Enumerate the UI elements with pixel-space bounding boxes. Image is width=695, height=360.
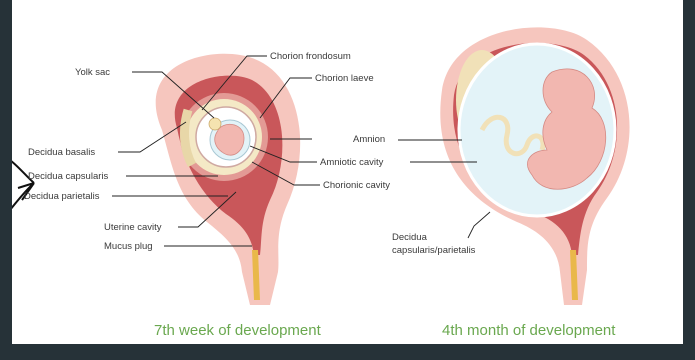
label-uterine-cavity: Uterine cavity: [104, 222, 162, 233]
label-decidua-capsularis-parietalis-line1: Decidua: [392, 232, 428, 243]
label-amnion: Amnion: [353, 134, 385, 145]
label-chorion-frondosum: Chorion frondosum: [270, 51, 351, 62]
caption-4th-month: 4th month of development: [442, 322, 616, 339]
label-decidua-capsularis: Decidua capsularis: [28, 171, 109, 182]
yolk-sac-left: [209, 118, 221, 130]
embryo-development-diagram: Yolk sac Chorion frondosum Chorion laeve…: [12, 0, 683, 344]
uterus-4th-month: [440, 27, 629, 305]
uterus-7th-week: [156, 54, 300, 305]
label-decidua-parietalis: Decidua parietalis: [24, 191, 100, 202]
label-amniotic-cavity: Amniotic cavity: [320, 157, 384, 168]
pointer-arrow-icon: [12, 160, 34, 210]
label-yolk-sac: Yolk sac: [75, 67, 110, 78]
label-chorion-laeve: Chorion laeve: [315, 73, 374, 84]
captions: 7th week of development 4th month of dev…: [154, 322, 616, 339]
diagram-panel: Yolk sac Chorion frondosum Chorion laeve…: [12, 0, 683, 344]
label-decidua-basalis: Decidua basalis: [28, 147, 95, 158]
caption-7th-week: 7th week of development: [154, 322, 322, 339]
label-chorionic-cavity: Chorionic cavity: [323, 180, 390, 191]
label-mucus-plug: Mucus plug: [104, 241, 153, 252]
label-decidua-capsularis-parietalis-line2: capsularis/parietalis: [392, 245, 476, 256]
leader-decidua-capsularis-parietalis: [468, 212, 490, 238]
